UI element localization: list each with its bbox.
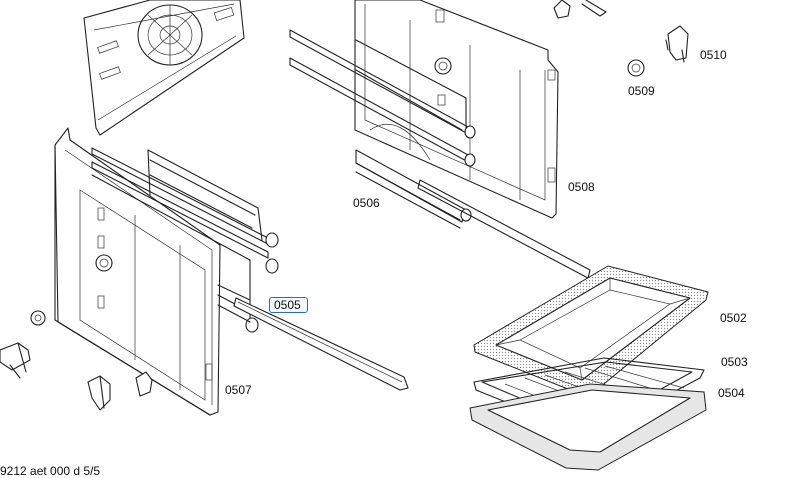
- left-side-panel: [54, 127, 221, 416]
- part-label-0504[interactable]: 0504: [718, 386, 745, 400]
- left-fixings: [0, 310, 153, 411]
- part-label-0507[interactable]: 0507: [225, 383, 252, 397]
- telescopic-runner: [233, 297, 409, 391]
- flat-baking-tray: [469, 383, 707, 471]
- part-label-0503[interactable]: 0503: [721, 355, 748, 369]
- right-side-panel: [354, 0, 559, 219]
- part-label-0510[interactable]: 0510: [700, 48, 727, 62]
- diagram-reference-code: 9212 aet 000 d 5/5: [0, 464, 101, 478]
- deep-baking-tray: [473, 265, 709, 398]
- part-label-0505[interactable]: 0505: [269, 297, 308, 313]
- top-right-fixings: [553, 0, 689, 77]
- part-label-0508[interactable]: 0508: [568, 180, 595, 194]
- part-label-0506[interactable]: 0506: [353, 196, 380, 210]
- part-label-0502[interactable]: 0502: [720, 311, 747, 325]
- part-label-0509[interactable]: 0509: [628, 84, 655, 98]
- rear-fan-panel: [83, 0, 245, 136]
